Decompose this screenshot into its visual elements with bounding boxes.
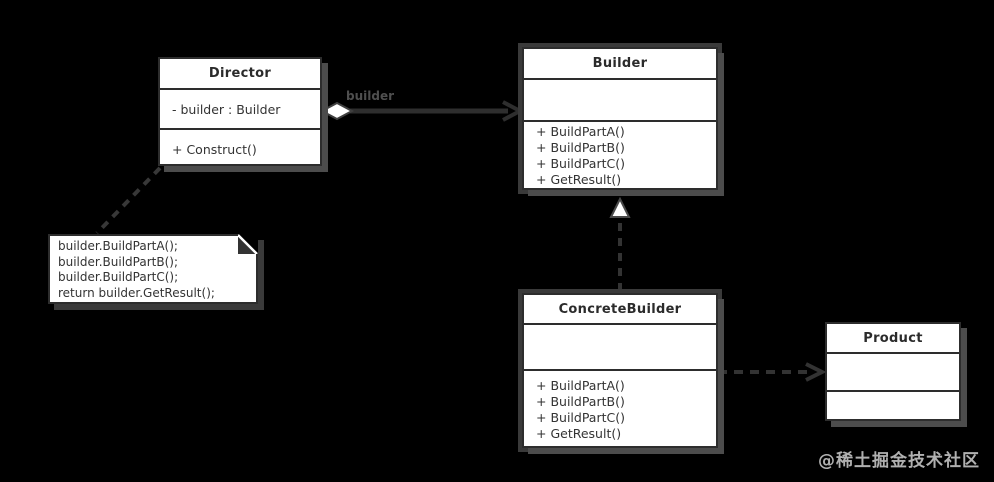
note-line: return builder.GetResult(); [58,285,215,300]
class-attributes-section [524,325,716,371]
edge-realization-concretebuilder-builder [609,196,631,291]
note-line: builder.BuildPartC(); [58,270,179,284]
class-attributes-section [827,354,959,392]
watermark-text: @稀土掘金技术社区 [818,451,980,471]
class-method: + GetResult() [536,426,622,441]
class-box-concretebuilder: ConcreteBuilder + BuildPartA() + BuildPa… [522,293,718,448]
class-methods-section: + BuildPartA() + BuildPartB() + BuildPar… [524,122,716,188]
class-method: + BuildPartB() [536,140,625,155]
edge-note-anchor [95,166,162,235]
class-attribute: - builder : Builder [172,101,281,117]
class-attributes-section [524,80,716,122]
note-fold-icon [238,234,258,254]
class-title: Builder [524,49,716,80]
class-title: ConcreteBuilder [524,295,716,325]
class-box-product: Product [825,322,961,421]
class-methods-section: + Construct() [160,130,320,168]
note-box: builder.BuildPartA(); builder.BuildPartB… [48,234,258,304]
class-attributes-section: - builder : Builder [160,90,320,130]
class-title: Director [160,59,320,90]
class-method: + BuildPartA() [536,378,625,393]
edge-aggregation-director-builder [319,100,525,122]
class-method: + GetResult() [536,172,622,187]
class-title: Product [827,324,959,354]
class-method: + Construct() [172,141,257,157]
class-methods-section: + BuildPartA() + BuildPartB() + BuildPar… [524,371,716,446]
class-method: + BuildPartA() [536,124,625,139]
class-method: + BuildPartB() [536,394,625,409]
class-box-director: Director - builder : Builder + Construct… [158,57,322,166]
edge-dependency-concretebuilder-product [718,362,827,382]
class-methods-section [827,392,959,419]
class-method: + BuildPartC() [536,156,625,171]
class-box-builder: Builder + BuildPartA() + BuildPartB() + … [522,47,718,190]
note-line: builder.BuildPartA(); [58,239,178,253]
class-method: + BuildPartC() [536,410,625,425]
aggregation-role-label: builder [346,89,395,103]
note-line: builder.BuildPartB(); [58,254,178,269]
